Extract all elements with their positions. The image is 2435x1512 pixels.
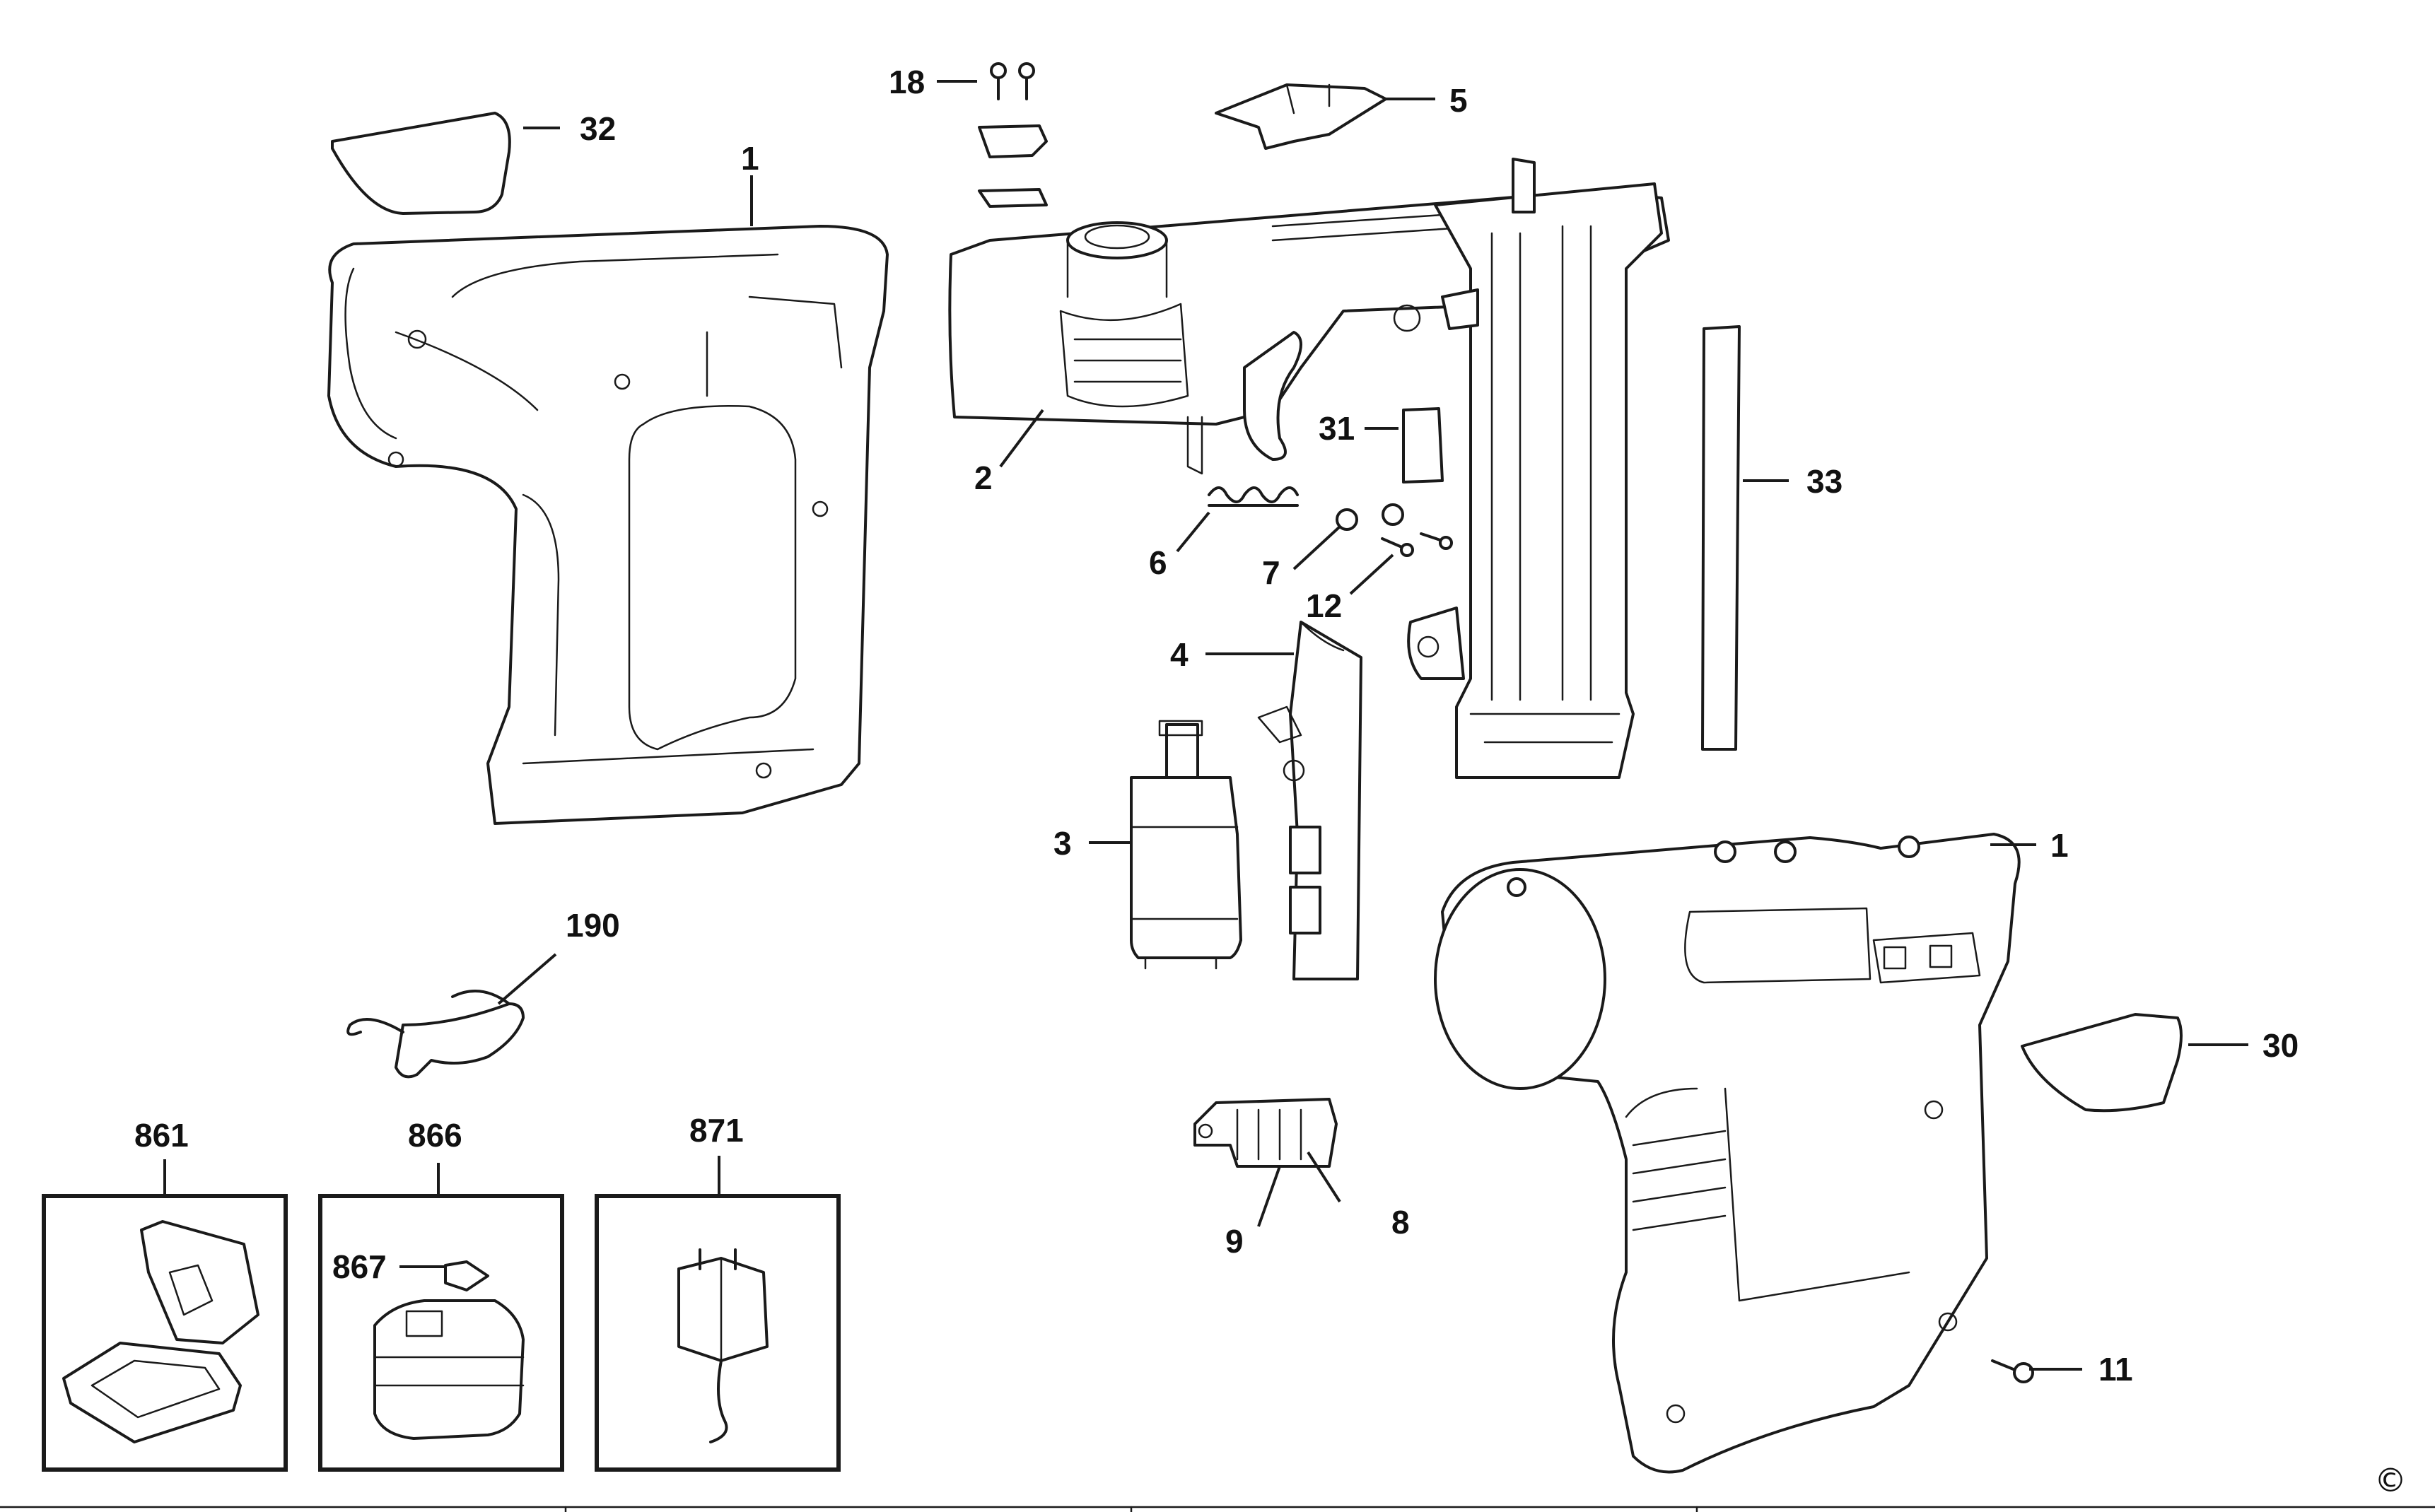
copyright-mark: © bbox=[2374, 1461, 2407, 1499]
callout-3: 3 bbox=[1053, 825, 1072, 862]
callout-5: 5 bbox=[1449, 82, 1468, 119]
terminal-block bbox=[1193, 1098, 1338, 1168]
callout-861: 861 bbox=[134, 1117, 189, 1154]
label-32-decal bbox=[331, 112, 511, 215]
callout-1-right: 1 bbox=[2050, 827, 2069, 864]
callout-labels: 32 1 18 5 2 31 33 6 7 12 4 3 1 30 11 9 8… bbox=[134, 64, 2407, 1499]
safety-glasses bbox=[346, 990, 525, 1079]
magazine-assembly bbox=[1407, 158, 1663, 779]
label-33-strip bbox=[1701, 325, 1741, 751]
leader-lines bbox=[163, 80, 2248, 1371]
callout-33: 33 bbox=[1806, 463, 1843, 500]
right-housing-half bbox=[1434, 833, 2021, 1474]
callout-31: 31 bbox=[1319, 410, 1355, 447]
label-30-decal bbox=[2021, 1013, 2183, 1113]
bottom-frame-lines bbox=[0, 1506, 2435, 1512]
callout-9: 9 bbox=[1225, 1223, 1244, 1260]
callout-8: 8 bbox=[1391, 1204, 1410, 1241]
callout-6: 6 bbox=[1149, 544, 1167, 581]
callout-1-left: 1 bbox=[741, 140, 759, 177]
callout-7: 7 bbox=[1262, 554, 1280, 591]
callout-871: 871 bbox=[689, 1112, 744, 1149]
callout-12: 12 bbox=[1306, 587, 1342, 624]
nuts bbox=[1336, 503, 1404, 531]
left-housing-half bbox=[327, 225, 889, 825]
kit-box-panel bbox=[42, 1194, 288, 1472]
motor bbox=[1130, 720, 1242, 970]
callout-18: 18 bbox=[889, 64, 925, 100]
battery-pack-panel bbox=[318, 1194, 564, 1472]
callout-2: 2 bbox=[974, 459, 993, 496]
callout-190: 190 bbox=[566, 907, 620, 944]
callout-4: 4 bbox=[1170, 636, 1189, 673]
retainer-screws bbox=[978, 62, 1048, 208]
callout-30: 30 bbox=[2262, 1027, 2299, 1064]
callout-11: 11 bbox=[2098, 1351, 2133, 1388]
label-31-decal bbox=[1402, 407, 1444, 484]
small-screws bbox=[1381, 532, 1453, 557]
top-latch bbox=[1215, 83, 1387, 150]
switch-board bbox=[1257, 621, 1362, 980]
housing-screw bbox=[1991, 1359, 2034, 1383]
callout-32: 32 bbox=[580, 110, 616, 147]
spring bbox=[1208, 486, 1299, 507]
charger-panel bbox=[595, 1194, 841, 1472]
callout-867: 867 bbox=[332, 1248, 387, 1285]
callout-866: 866 bbox=[408, 1117, 462, 1154]
